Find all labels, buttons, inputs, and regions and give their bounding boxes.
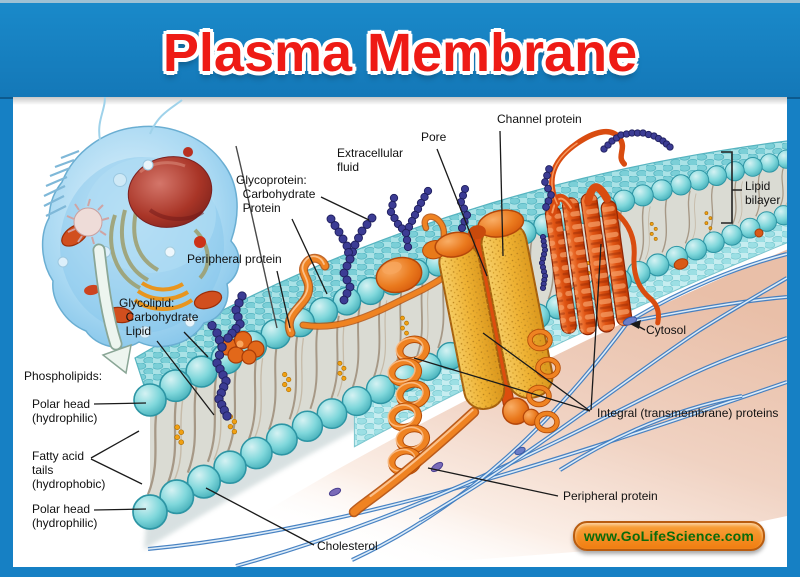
label-cytosol: Cytosol	[646, 323, 687, 337]
label-phospholipids: Phospholipids:	[24, 369, 103, 383]
lipid-bilayer-bracket	[721, 151, 742, 224]
mitochondrion	[193, 290, 223, 310]
peripheral-protein-bottom-shape	[348, 406, 480, 518]
orange-debris	[754, 228, 764, 238]
label-integral-proteins: Integral (transmembrane) proteins	[597, 406, 779, 420]
top-edge-strip	[0, 0, 800, 3]
golgi-apparatus	[133, 281, 194, 311]
cytoskeleton-filaments	[147, 252, 787, 567]
arrowhead	[101, 343, 132, 375]
label-extracellular-fluid: Extracellular fluid	[337, 146, 404, 175]
endoplasmic-reticulum	[109, 206, 210, 290]
label-polar-head-bottom: Polar head (hydrophilic)	[32, 502, 98, 531]
lysosome	[73, 207, 103, 237]
membrane-diagram	[41, 97, 787, 567]
label-pointer-lines	[90, 130, 742, 546]
peripheral-protein-top-shape	[284, 253, 330, 338]
cell-section-line	[235, 145, 278, 329]
label-glycolipid: Glycolipid: Carbohydrate Lipid	[119, 296, 199, 339]
channel-protein-shape	[422, 209, 554, 426]
surface-globular-protein	[375, 256, 423, 294]
cilia	[43, 149, 80, 217]
label-glycoprotein: Glycoprotein: Carbohydrate Protein	[236, 173, 316, 216]
zoom-arrow	[92, 243, 132, 375]
watermark-badge[interactable]: www.GoLifeScience.com	[573, 521, 765, 551]
page-title: Plasma Membrane	[162, 23, 638, 83]
orange-debris	[673, 258, 689, 270]
nucleus	[127, 156, 213, 228]
helical-integral-protein	[387, 335, 431, 476]
label-pore: Pore	[421, 130, 447, 144]
label-cholesterol: Cholesterol	[317, 539, 378, 553]
label-fatty-acid-tails: Fatty acid tails (hydrophobic)	[32, 449, 106, 492]
label-channel-protein: Channel protein	[497, 112, 582, 126]
label-peripheral-protein-bottom: Peripheral protein	[563, 489, 658, 503]
small-coil	[526, 328, 561, 434]
label-lipid-bilayer: Lipid bilayer	[745, 179, 781, 208]
flagella	[98, 97, 183, 141]
label-polar-head-top: Polar head (hydrophilic)	[32, 397, 98, 426]
label-peripheral-protein-top: Peripheral protein	[187, 252, 282, 266]
